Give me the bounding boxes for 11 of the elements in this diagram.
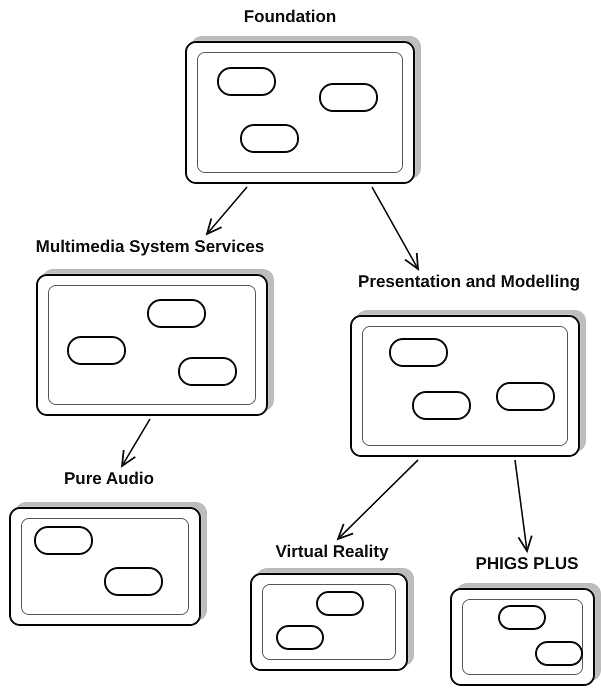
package-title: Presentation and Modelling [357, 271, 581, 293]
arrow [337, 459, 419, 540]
arrow [206, 186, 248, 235]
arrow [371, 186, 419, 270]
arrow [514, 460, 533, 552]
package-title: Foundation [242, 6, 338, 28]
package-title: Pure Audio [62, 468, 156, 490]
package-title: Virtual Reality [274, 541, 390, 563]
package-title: PHIGS PLUS [474, 553, 580, 575]
arrow [121, 418, 151, 467]
package-title: Multimedia System Services [34, 236, 266, 258]
